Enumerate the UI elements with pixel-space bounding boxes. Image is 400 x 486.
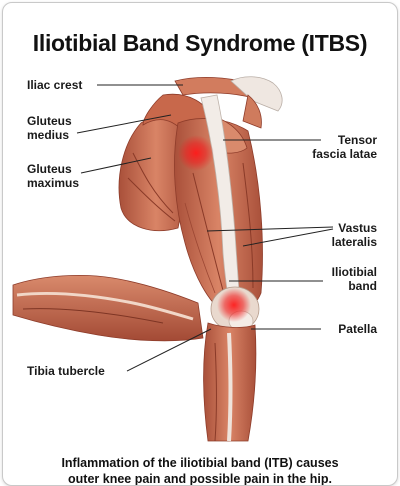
label-vastus-lateralis: Vastus lateralis <box>331 221 377 249</box>
label-iliac-crest: Iliac crest <box>27 78 83 92</box>
label-tensor-fascia-latae: Tensor fascia latae <box>312 133 377 161</box>
label-gluteus-medius: Gluteus medius <box>27 114 72 142</box>
knee-pain-spot <box>217 288 251 322</box>
diagram-title: Iliotibial Band Syndrome (ITBS) <box>32 30 368 56</box>
label-patella: Patella <box>338 322 377 336</box>
shin-shape <box>203 322 257 442</box>
label-gluteus-maximus: Gluteus maximus <box>27 162 80 190</box>
hip-pain-spot <box>178 135 214 171</box>
torso-shape <box>174 76 283 129</box>
label-tibia-tubercle: Tibia tubercle <box>27 364 105 378</box>
leader-lines <box>76 84 334 372</box>
leg-anatomy-illustration <box>12 76 334 442</box>
lifted-lower-leg <box>12 274 204 342</box>
label-iliotibial-band: Iliotibial band <box>331 265 377 293</box>
diagram-caption: Inflammation of the iliotibial band (ITB… <box>61 456 339 486</box>
